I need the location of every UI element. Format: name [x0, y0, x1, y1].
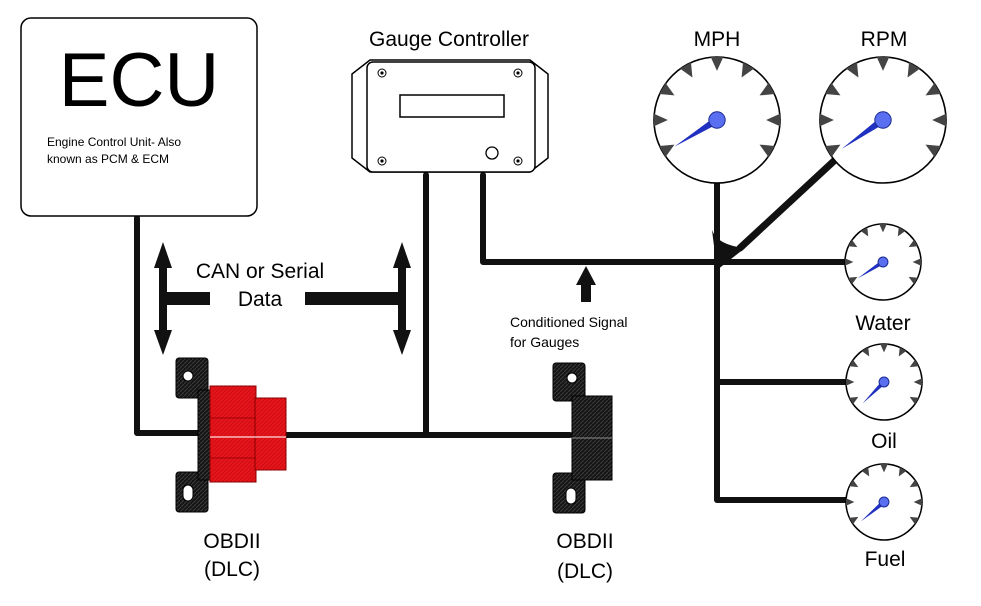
- signal-label-line2: for Gauges: [510, 334, 579, 350]
- gauge-tick: [879, 224, 887, 233]
- gauge-tick: [909, 359, 919, 368]
- left-data-arrow: [154, 242, 210, 355]
- controller-title: Gauge Controller: [369, 28, 529, 51]
- obd-left-connector: OBDII (DLC): [175, 357, 287, 581]
- right-data-arrow: [305, 242, 411, 355]
- obd-right-connector: OBDII (DLC): [552, 362, 614, 583]
- gauge-tick: [898, 347, 907, 357]
- gauge-tick: [849, 516, 859, 525]
- gauge-tick: [759, 144, 775, 157]
- gauge-tick: [932, 113, 946, 127]
- gauge-needle: [857, 260, 885, 279]
- ecu-title: ECU: [59, 38, 219, 123]
- gauge-tick: [846, 498, 855, 506]
- gauge-hub: [708, 111, 726, 129]
- gauge-tick: [912, 258, 921, 266]
- gauge-tick: [897, 227, 906, 237]
- gauge-hub: [874, 111, 892, 129]
- gauge-tick: [710, 57, 724, 71]
- gauge-tick: [880, 344, 888, 353]
- gauge-tick: [908, 276, 918, 285]
- oil-label: Oil: [871, 430, 897, 453]
- gauge-tick: [741, 62, 754, 78]
- rpm-branch-wire: [736, 156, 839, 252]
- gauge-tick: [848, 239, 858, 248]
- mph-gauge: [653, 56, 781, 184]
- gauge-needle: [841, 116, 886, 149]
- gauge-tick: [913, 378, 922, 386]
- gauge-tick: [909, 516, 919, 525]
- gauge-needle: [674, 116, 720, 147]
- water-label: Water: [855, 312, 910, 335]
- ecu-desc-line2: known as PCM & ECM: [47, 152, 169, 166]
- gauge-tick: [880, 464, 888, 473]
- gauge-controller: Gauge Controller: [351, 28, 549, 173]
- gauge-hub: [877, 256, 889, 268]
- rpm-label: RPM: [861, 28, 908, 51]
- ecu-box: ECU Engine Control Unit- Also known as P…: [20, 17, 258, 217]
- gauge-needle: [862, 380, 886, 404]
- gauge-tick: [848, 276, 858, 285]
- data-label-line2: Data: [238, 288, 283, 311]
- gauge-tick: [876, 57, 890, 71]
- gauge-tick: [898, 467, 907, 477]
- gauge-hub: [878, 376, 890, 388]
- gauge-tick: [925, 144, 941, 157]
- gauge-tick: [860, 227, 869, 237]
- data-label-line1: CAN or Serial: [196, 260, 324, 283]
- mph-trunk-wire: [714, 177, 853, 503]
- mph-label: MPH: [694, 28, 741, 51]
- fuel-label: Fuel: [865, 548, 906, 571]
- water-gauge: [844, 223, 922, 301]
- obd-right-label-line1: OBDII: [556, 530, 613, 553]
- gauge-tick: [759, 83, 775, 96]
- gauge-tick: [849, 359, 859, 368]
- ecu-desc-line1: Engine Control Unit- Also: [47, 135, 181, 149]
- gauge-tick: [909, 396, 919, 405]
- oil-gauge: [845, 343, 923, 421]
- data-arrows: CAN or Serial Data: [154, 242, 411, 355]
- gauge-needle: [860, 500, 886, 522]
- obd-left-label-line2: (DLC): [204, 558, 260, 581]
- controller-signal-wire: [480, 172, 848, 265]
- fuel-gauge: [845, 463, 923, 541]
- gauge-tick: [846, 378, 855, 386]
- signal-label-line1: Conditioned Signal: [510, 314, 628, 330]
- gauge-tick: [825, 144, 841, 157]
- gauge-tick: [766, 113, 780, 127]
- gauge-tick: [925, 83, 941, 96]
- rpm-gauge: [819, 56, 947, 184]
- gauge-tick: [861, 347, 870, 357]
- gauge-tick: [846, 62, 859, 78]
- gauge-tick: [820, 113, 834, 127]
- obd-left-label-line1: OBDII: [203, 530, 260, 553]
- obd-right-label-line2: (DLC): [557, 560, 613, 583]
- gauge-tick: [849, 479, 859, 488]
- signal-arrow: Conditioned Signal for Gauges: [510, 266, 628, 350]
- gauge-tick: [659, 144, 675, 157]
- gauge-tick: [659, 83, 675, 96]
- ecu-wire: [134, 215, 203, 436]
- junction: [712, 230, 745, 270]
- gauge-tick: [909, 479, 919, 488]
- gauge-tick: [654, 113, 668, 127]
- gauge-hub: [878, 496, 890, 508]
- gauge-tick: [825, 83, 841, 96]
- gauge-tick: [913, 498, 922, 506]
- gauge-tick: [849, 396, 859, 405]
- gauge-tick: [907, 62, 920, 78]
- gauge-tick: [908, 239, 918, 248]
- gauge-tick: [680, 62, 693, 78]
- gauge-tick: [861, 467, 870, 477]
- gauge-tick: [845, 258, 854, 266]
